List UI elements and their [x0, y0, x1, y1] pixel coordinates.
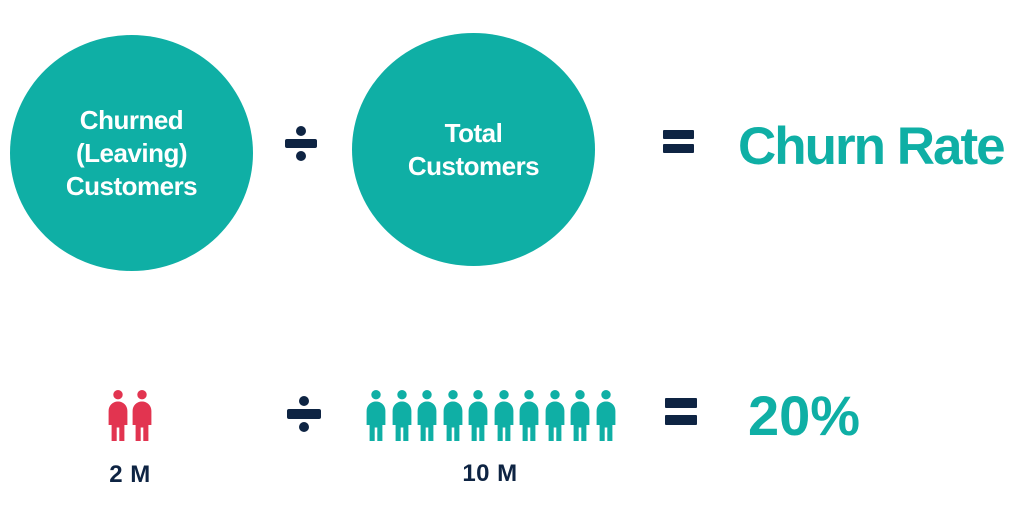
- total-customers-circle: Total Customers: [352, 33, 595, 266]
- equals-bar-top: [663, 130, 694, 139]
- person-icon: [468, 390, 488, 441]
- divide-icon: [285, 126, 317, 161]
- person-icon: [108, 390, 128, 441]
- equals-icon: [663, 130, 694, 153]
- person-icon: [366, 390, 386, 441]
- divide-dot-bottom: [296, 151, 306, 161]
- churn-rate-label: Churn Rate: [738, 116, 1006, 176]
- result-percentage-label: 20%: [748, 383, 861, 447]
- divide-dot-bottom: [299, 422, 309, 432]
- equals-bar-top: [665, 398, 697, 408]
- total-count-label: 10 M: [462, 460, 518, 487]
- person-icon: [596, 390, 615, 441]
- equals-icon: [665, 398, 697, 425]
- total-customers-pictogram: [365, 390, 617, 443]
- churned-circle-line-1: Churned: [79, 104, 184, 135]
- churned-customers-pictogram: [107, 390, 153, 443]
- person-icon: [570, 390, 590, 441]
- divide-bar: [287, 409, 321, 419]
- divide-dot-top: [296, 126, 306, 136]
- churned-count-label: 2 M: [109, 461, 151, 488]
- equals-bar-bottom: [663, 144, 694, 153]
- person-icon: [392, 390, 411, 441]
- churned-circle-line-2: (Leaving): [75, 137, 188, 168]
- divide-icon: [287, 396, 321, 432]
- total-circle-line-1: Total: [444, 117, 503, 148]
- divide-bar: [285, 139, 317, 148]
- person-icon: [519, 390, 539, 441]
- divide-dot-top: [299, 396, 309, 406]
- churned-circle-line-3: Customers: [65, 170, 198, 201]
- churned-customers-circle: Churned (Leaving) Customers: [10, 35, 253, 271]
- person-icon: [545, 390, 564, 441]
- person-icon: [494, 390, 513, 441]
- person-icon: [132, 390, 152, 441]
- person-icon: [417, 390, 437, 441]
- total-circle-line-2: Customers: [407, 150, 540, 181]
- person-icon: [443, 390, 462, 441]
- equals-bar-bottom: [665, 415, 697, 425]
